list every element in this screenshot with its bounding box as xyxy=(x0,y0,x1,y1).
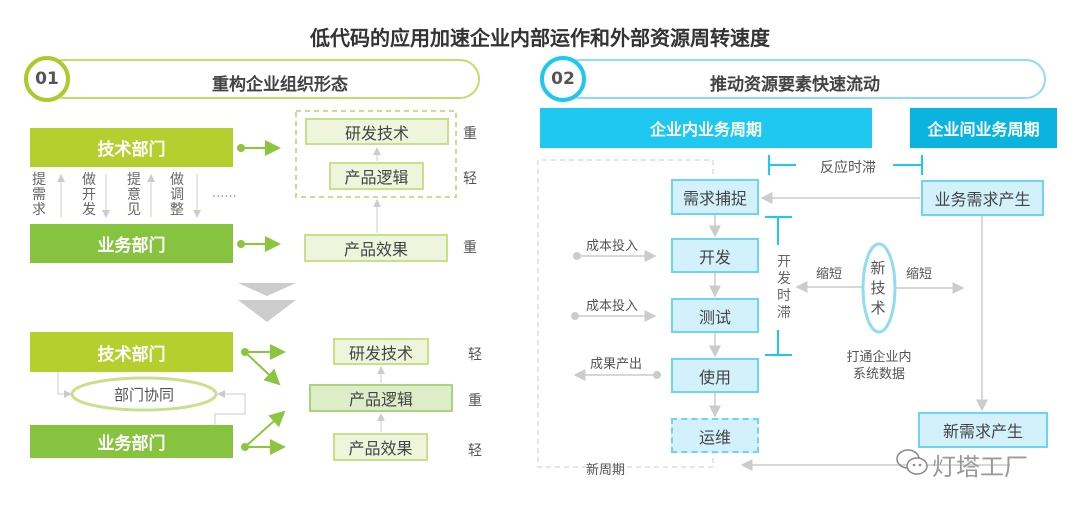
new-cycle-label: 新周期 xyxy=(586,463,626,478)
stack-rd-tech: 研发技术 xyxy=(305,118,449,145)
step-demand-capture: 需求捕捉 xyxy=(671,179,759,215)
weight-label: 重 xyxy=(463,126,477,142)
stack-product-logic: 产品逻辑 xyxy=(309,384,453,412)
weight-label: 轻 xyxy=(463,171,477,187)
biz-dept-after: 业务部门 xyxy=(30,425,233,458)
wechat-icon xyxy=(895,448,929,476)
output-label: 成果产出 xyxy=(590,357,643,372)
section2-heading: 推动资源要素快速流动 xyxy=(710,75,880,95)
dev-lag-label: 开发时滞 xyxy=(777,254,791,321)
new-demand-box: 新需求产生 xyxy=(918,412,1048,448)
down-chevron-icon xyxy=(238,283,296,322)
shorten-label: 缩短 xyxy=(816,267,843,282)
stack-product-logic: 产品逻辑 xyxy=(329,162,424,190)
step-test: 测试 xyxy=(671,298,759,333)
section2-number: 02 xyxy=(540,56,586,102)
weight-label: 轻 xyxy=(468,443,482,459)
new-tech-ellipse xyxy=(861,242,897,334)
tech-dept-after: 技术部门 xyxy=(30,332,233,372)
section1-number: 01 xyxy=(24,56,70,102)
ellipsis: ...... xyxy=(212,186,237,201)
interaction-label: 做开发 xyxy=(82,172,96,218)
biz-dept-before: 业务部门 xyxy=(30,224,233,263)
dashed-group xyxy=(295,110,457,198)
section1-heading: 重构企业组织形态 xyxy=(212,75,348,95)
stack-rd-tech: 研发技术 xyxy=(333,338,429,365)
step-operations: 运维 xyxy=(671,418,759,453)
new-tech-label: 新技术 xyxy=(870,259,886,317)
interaction-label: 提意见 xyxy=(127,172,141,218)
weight-label: 重 xyxy=(463,240,477,256)
connect-data-line1: 打通企业内 xyxy=(846,350,912,365)
shorten-label: 缩短 xyxy=(906,267,933,282)
weight-label: 重 xyxy=(468,393,482,409)
interaction-label: 做调整 xyxy=(170,172,184,218)
stack-product-effect: 产品效果 xyxy=(304,234,448,262)
section2-header xyxy=(560,59,1046,99)
diagram-title: 低代码的应用加速企业内部运作和外部资源周转速度 xyxy=(310,26,770,50)
weight-label: 轻 xyxy=(468,347,482,363)
cost-input-label: 成本投入 xyxy=(586,239,639,254)
interaction-arrows xyxy=(57,174,201,218)
stack-product-effect: 产品效果 xyxy=(333,433,428,461)
watermark-text: 灯塔工厂 xyxy=(932,453,1028,481)
biz-demand-box: 业务需求产生 xyxy=(921,180,1044,216)
interaction-label: 提需求 xyxy=(32,172,46,218)
connect-data-line2: 系统数据 xyxy=(852,367,905,382)
collab-label: 部门协同 xyxy=(113,386,174,404)
reaction-lag-label: 反应时滞 xyxy=(820,160,876,176)
step-develop: 开发 xyxy=(671,238,759,273)
tech-dept-before: 技术部门 xyxy=(30,128,233,167)
collab-ellipse xyxy=(70,376,218,412)
internal-cycle-header: 企业内业务周期 xyxy=(540,108,872,148)
cost-input-label: 成本投入 xyxy=(586,299,639,314)
section1-header xyxy=(44,59,480,99)
step-use: 使用 xyxy=(671,358,759,393)
external-cycle-header: 企业间业务周期 xyxy=(910,108,1057,148)
